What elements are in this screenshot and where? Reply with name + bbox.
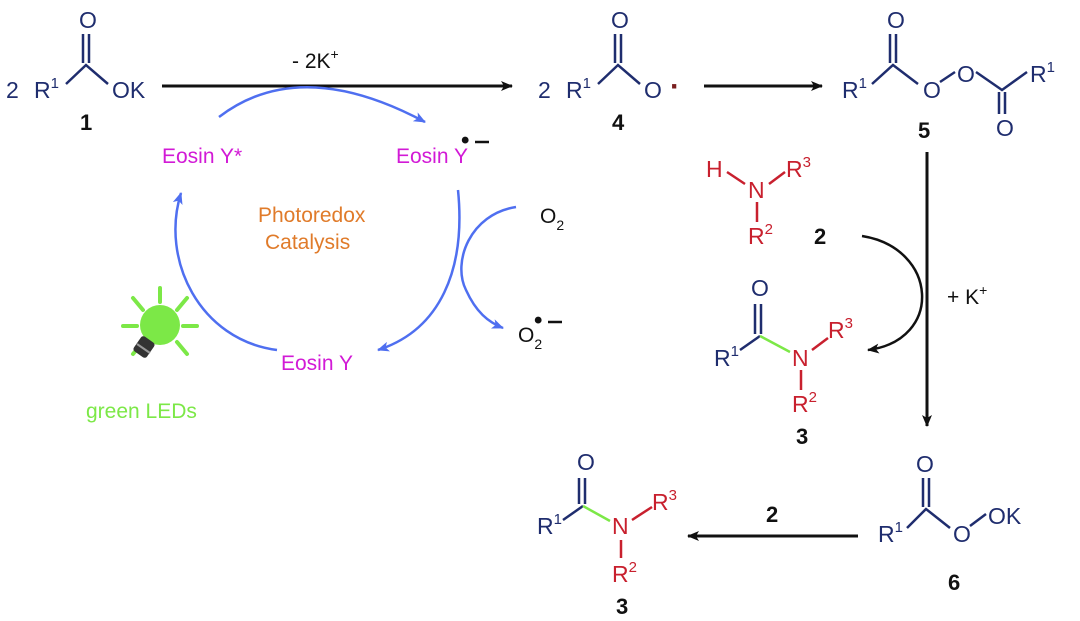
r1-group-right: R1: [1030, 59, 1055, 87]
compound-6: R1 O O OK 6: [878, 451, 1022, 595]
compound-number: 6: [948, 570, 960, 595]
r1-group: R1: [34, 75, 59, 103]
cycle-title-line2: Catalysis: [265, 231, 350, 254]
coefficient: 2: [6, 77, 19, 103]
nitrogen-atom: N: [748, 177, 765, 203]
compound-number: 3: [796, 424, 808, 449]
coefficient: 2: [538, 77, 551, 103]
compound-number: 1: [80, 110, 92, 135]
bond-n-r3: [768, 171, 786, 185]
peroxide-oxygen-1: O: [923, 77, 941, 103]
double-bond: [753, 304, 763, 334]
r1-group: R1: [566, 75, 591, 103]
r1-group: R1: [878, 519, 903, 547]
curved-arrow-amine: [861, 234, 924, 354]
carbonyl-oxygen: O: [577, 449, 595, 475]
r1-group: R1: [537, 511, 562, 539]
double-bond: [921, 478, 931, 507]
cycle-arrow-left: [172, 192, 278, 352]
oxygen-reduction-arrow: [460, 205, 517, 330]
bond-h-n: [726, 170, 746, 186]
carbonyl-oxygen: O: [916, 451, 934, 477]
bond-o-ok: [969, 513, 987, 527]
photoredox-cycle: Eosin Y* Eosin Y • Eosin Y Photoredox Ca…: [162, 86, 564, 375]
carbonyl-oxygen-right: O: [996, 115, 1014, 141]
double-bond-left: [888, 34, 898, 63]
superoxide: O2: [518, 324, 542, 352]
nitrogen-atom: N: [612, 513, 629, 539]
compound-number: 5: [918, 118, 930, 143]
bond-left: [871, 63, 919, 85]
r3-group: R3: [828, 315, 853, 343]
bond-r1-c: [739, 334, 761, 352]
double-bond: [577, 478, 587, 504]
hydrogen-atom: H: [706, 156, 723, 182]
potassium-oxide: OK: [988, 503, 1022, 529]
compound-number: 2: [814, 224, 826, 249]
bond-r1-c: [562, 504, 584, 522]
nitrogen-atom: N: [792, 345, 809, 371]
eosin-ground: Eosin Y: [281, 352, 353, 375]
potassium-oxide: OK: [112, 77, 146, 103]
bond-o-o: [939, 70, 956, 84]
carbonyl-oxygen-left: O: [887, 7, 905, 33]
r2-group: R2: [792, 389, 817, 417]
r2-group: R2: [612, 559, 637, 587]
compound-4: 2 R1 O O · 4: [538, 7, 680, 135]
bond-n-r3: [811, 337, 829, 351]
radical-dot: •: [461, 127, 469, 154]
double-bond: [613, 34, 623, 63]
new-amide-bond: [759, 334, 791, 354]
cycle-arrow-top: [218, 86, 426, 124]
backbone-bond: [597, 63, 641, 85]
led-bulb-icon: [121, 286, 199, 358]
compound-number: 4: [612, 110, 625, 135]
compound-3-bottom: O R1 N R3 R2 3: [537, 449, 677, 619]
cycle-arrow-right: [377, 189, 461, 352]
radical-dot: •: [534, 307, 542, 334]
radical-dot: ·: [670, 70, 680, 103]
compound-2: H N R3 R2 2: [706, 154, 826, 249]
r3-group: R3: [786, 154, 811, 182]
eosin-radical-anion: Eosin Y: [396, 145, 468, 168]
peroxy-oxygen: O: [953, 521, 971, 547]
new-amide-bond: [582, 504, 611, 523]
backbone-bond: [65, 63, 109, 85]
oxygen: O2: [540, 205, 564, 233]
r1-group-left: R1: [842, 75, 867, 103]
r2-group: R2: [748, 221, 773, 249]
eosin-excited: Eosin Y*: [162, 145, 242, 168]
bottom-arrow-label: 2: [766, 502, 778, 527]
peroxide-oxygen-2: O: [957, 61, 975, 87]
carbonyl-oxygen: O: [751, 275, 769, 301]
compound-5: R1 O O O R1 O 5: [842, 7, 1055, 143]
cycle-title-line1: Photoredox: [258, 204, 366, 227]
compound-3-middle: O R1 N R3 R2 3: [714, 275, 853, 449]
double-bond: [81, 34, 91, 63]
compound-1: 2 R1 O OK 1: [6, 7, 146, 135]
radical-oxygen: O: [644, 77, 662, 103]
light-source-label: green LEDs: [86, 400, 197, 423]
carbonyl-oxygen: O: [79, 7, 97, 33]
carbonyl-oxygen: O: [611, 7, 629, 33]
bond-n-r3: [631, 505, 653, 522]
compound-number: 3: [616, 594, 628, 619]
bond-right: [975, 70, 1028, 92]
r1-group: R1: [714, 343, 739, 371]
double-bond-right: [997, 92, 1007, 114]
backbone-bond: [906, 507, 951, 529]
r3-group: R3: [652, 487, 677, 515]
right-arrow-label: + K+: [947, 282, 987, 309]
top-arrow-label: - 2K+: [292, 46, 339, 73]
